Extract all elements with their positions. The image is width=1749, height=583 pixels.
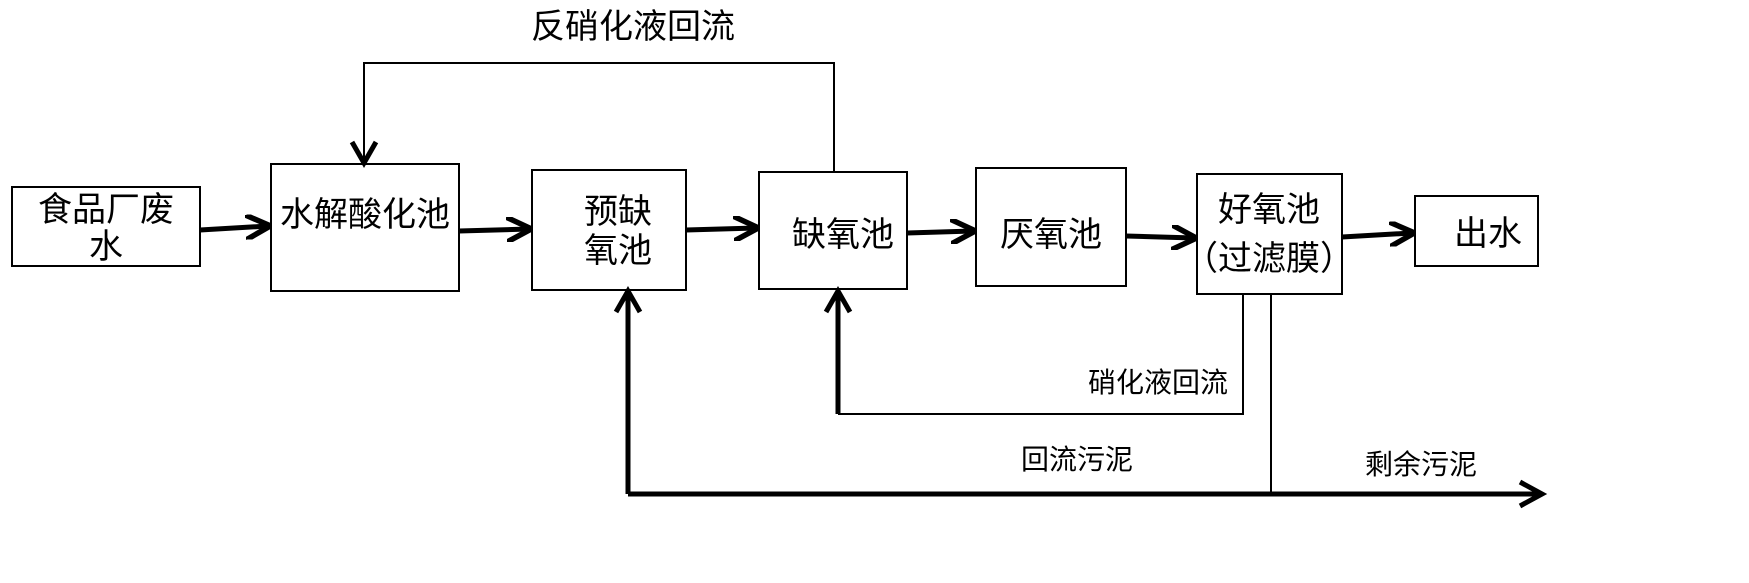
effluent-label: 出水	[1454, 214, 1522, 254]
return-sludge-arrowhead	[613, 285, 643, 314]
hydrolysis-box	[270, 163, 460, 292]
excess-sludge-arrowhead	[1518, 479, 1548, 509]
excess-sludge-label: 剩余污泥	[1365, 448, 1477, 481]
arrow-wastewater-to-hydrolysis	[199, 226, 268, 230]
anaerobic-label: 厌氧池	[1000, 215, 1102, 255]
nitrified-recycle-arrowhead	[823, 285, 853, 314]
wastewater-label-2: 水	[89, 227, 123, 267]
pre-anoxic-label-2: 氧池	[584, 231, 652, 271]
wastewater-box	[11, 186, 201, 267]
aerobic-box	[1196, 173, 1343, 295]
effluent-box	[1414, 195, 1539, 267]
arrow-aerobic-to-effluent	[1341, 233, 1412, 237]
denitrified-recycle-label: 反硝化液回流	[531, 7, 735, 47]
nitrified-recycle-label: 硝化液回流	[1088, 366, 1228, 399]
arrow-pre-anoxic-to-anoxic	[685, 228, 756, 230]
arrow-hydrolysis-to-pre-anoxic	[458, 229, 529, 231]
denitrified-recycle-line	[363, 62, 835, 172]
pre-anoxic-box	[531, 169, 687, 291]
anoxic-label: 缺氧池	[792, 215, 894, 255]
arrow-anoxic-to-anaerobic	[906, 231, 973, 233]
anoxic-box	[758, 171, 908, 290]
pre-anoxic-label-1: 预缺	[584, 192, 652, 232]
aerobic-label-2: （过滤膜）	[1184, 239, 1354, 279]
wastewater-label-1: 食品厂废	[38, 190, 174, 230]
hydrolysis-label: 水解酸化池	[280, 195, 450, 235]
arrow-anaerobic-to-aerobic	[1125, 236, 1194, 238]
denitrified-recycle-arrowhead	[349, 140, 379, 169]
aerobic-label-1: 好氧池	[1218, 190, 1320, 230]
nitrified-recycle-line	[838, 294, 1244, 415]
return-sludge-label: 回流污泥	[1021, 443, 1133, 476]
anaerobic-box	[975, 167, 1127, 287]
